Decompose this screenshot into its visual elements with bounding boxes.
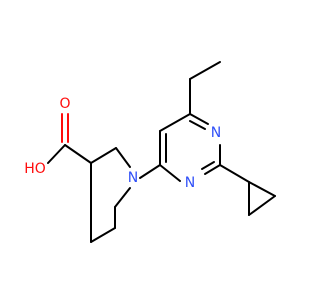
- atom-label-hydroxyl: HO: [24, 161, 46, 177]
- atom-label-n-piperidine: N: [128, 170, 138, 186]
- bond-pyr-c6-n1-inner: [189, 120, 206, 130]
- bond-pyr-c2-n3: [204, 164, 221, 175]
- bond-acid-ring: [64, 144, 92, 164]
- bond-cyclopropyl-b: [248, 195, 276, 216]
- bond-cyclopropyl-c: [248, 181, 276, 197]
- bond-pip-c3-c2: [90, 147, 117, 164]
- bond-pyr-c5-c6: [159, 113, 191, 132]
- atom-label-o-carbonyl: O: [59, 96, 70, 112]
- bond-n-pyrimidine: [139, 164, 161, 179]
- atom-label-n-pyrimidine-top: N: [211, 125, 221, 141]
- molecule-structure: O HO N N N: [24, 61, 276, 243]
- bond-c-oh: [47, 144, 66, 164]
- bond-pyr-c2-n3-inner: [201, 161, 215, 170]
- bond-pip-n-c6: [114, 187, 131, 208]
- bond-pyr-n3-c4: [159, 164, 181, 182]
- molecule-canvas: O HO N N N: [24, 61, 276, 243]
- bond-pyr-c6-n1: [189, 113, 209, 125]
- atom-label-n-pyrimidine-bottom: N: [185, 175, 195, 191]
- bond-ethyl-2: [189, 61, 221, 80]
- bond-cyclopropyl-attach: [219, 164, 250, 183]
- bond-pip-c2-n: [115, 147, 131, 168]
- bond-pip-c5-c4: [90, 227, 116, 243]
